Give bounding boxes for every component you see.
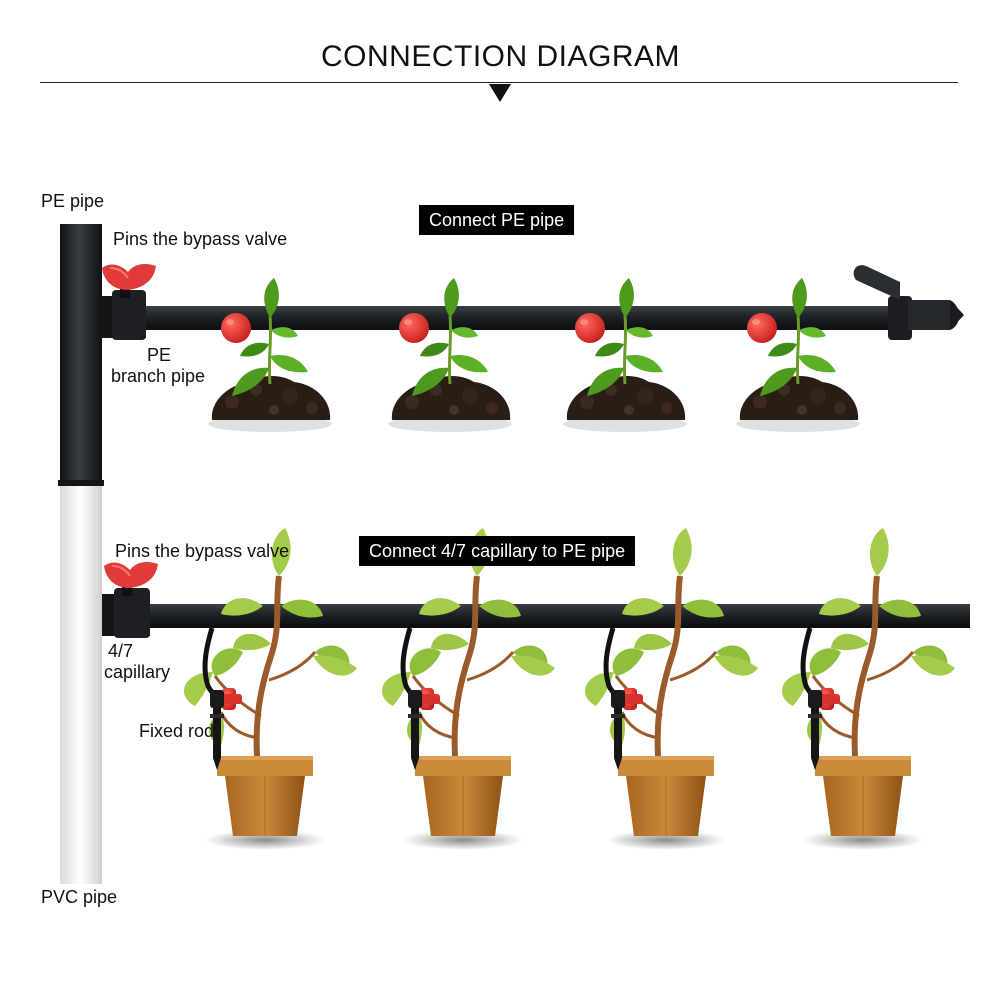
label-fixed-rod: Fixed rod (139, 721, 215, 741)
dripper-top-4 (747, 313, 777, 343)
seedling-1 (206, 276, 334, 434)
bypass-valve-bottom-graphic (102, 562, 158, 638)
pe-branch-pipe-top (140, 306, 900, 330)
label-bypass-valve-bottom: Pins the bypass valve (115, 541, 290, 561)
seedling-4 (734, 276, 862, 434)
label-capillary-line1: 4/7 (108, 641, 134, 661)
label-bypass-valve-top: Pins the bypass valve (113, 229, 288, 249)
pvc-pipe (60, 482, 102, 884)
seedling-3 (561, 276, 689, 434)
dripper-top-1 (221, 313, 251, 343)
pe-main-pipe (60, 224, 102, 486)
dripper-top-3 (575, 313, 605, 343)
bypass-valve-top-graphic (102, 264, 156, 340)
pipe-end-plug (853, 265, 964, 340)
label-capillary-line2: capillary (104, 662, 171, 682)
down-arrow-icon (489, 84, 511, 102)
tag-connect-pe-pipe: Connect PE pipe (419, 205, 575, 235)
dripper-top-2 (399, 313, 429, 343)
label-pe-branch-line2: branch pipe (111, 366, 206, 386)
diagram-title: CONNECTION DIAGRAM (320, 40, 680, 73)
label-pe-pipe: PE pipe (41, 191, 105, 211)
label-pe-branch-line1: PE (147, 345, 172, 365)
seedling-2 (386, 276, 514, 434)
tag-connect-capillary: Connect 4/7 capillary to PE pipe (359, 536, 636, 566)
title-divider (40, 82, 958, 83)
label-pvc-pipe: PVC pipe (41, 887, 118, 907)
